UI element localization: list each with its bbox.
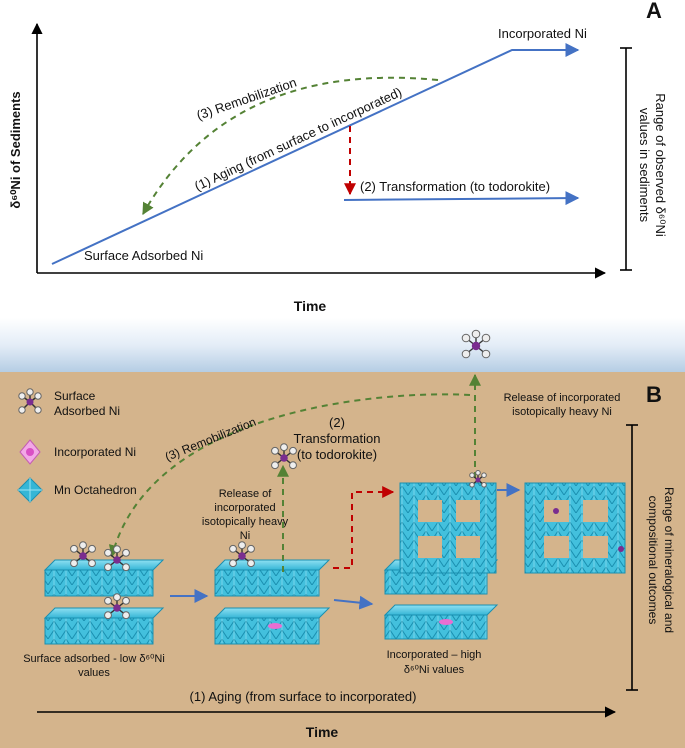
release-label-line4: Ni xyxy=(240,530,250,542)
panel-a-letter: A xyxy=(646,0,662,23)
ni-molecule-icon xyxy=(469,470,487,488)
panel-b-letter: B xyxy=(646,382,662,407)
release-slab-top xyxy=(213,559,331,597)
range-label-a-line1: Range of observed δ⁶⁰Ni xyxy=(653,93,668,237)
panel-a: A δ⁶⁰Ni of Sediments Time Incorporated N… xyxy=(8,0,668,314)
todorokite-structure-1 xyxy=(399,482,497,574)
aging-label-b: (1) Aging (from surface to incorporated) xyxy=(190,689,417,704)
surface-slab-top xyxy=(43,559,165,597)
surface-caption-line1: Surface adsorbed - low δ⁶⁰Ni xyxy=(23,653,165,665)
transformation-arrow-b xyxy=(333,486,395,569)
incorporated-ni-label: Incorporated Ni xyxy=(498,26,587,41)
surface-slab-bottom xyxy=(43,607,165,645)
incorporated-caption-line2: δ⁶⁰Ni values xyxy=(404,664,465,676)
ni-molecule-icon xyxy=(104,593,130,620)
surface-adsorbed-ni-label: Surface Adsorbed Ni xyxy=(84,248,203,263)
legend-incorporated-ni-icon xyxy=(19,439,41,465)
release-slab-bottom xyxy=(213,607,331,645)
ni-molecule-icon xyxy=(461,329,491,359)
legend-incorporated-label: Incorporated Ni xyxy=(54,445,136,459)
transformation-label-b-line3: (to todorokite) xyxy=(297,447,377,462)
ni-molecule-icon xyxy=(104,545,130,572)
range-label-b-line1: Range of mineralogical and xyxy=(662,487,676,633)
incorporated-slab-bottom xyxy=(383,604,499,640)
todorokite-structure-2 xyxy=(524,482,626,574)
remobilization-label-a: (3) Remobilization xyxy=(195,75,299,123)
release-label-line1: Release of xyxy=(219,488,273,500)
range-label-a-line2: values in sediments xyxy=(637,108,652,223)
transformation-trend-line xyxy=(343,191,580,206)
panel-b: B Surface Adsorbed Ni Incorporated Ni Mn xyxy=(0,318,685,748)
transformation-label-a: (2) Transformation (to todorokite) xyxy=(360,179,550,194)
ni-molecule-icon xyxy=(271,443,297,470)
transformation-label-b-line1: (2) xyxy=(329,415,345,430)
incorporated-ni-site xyxy=(439,619,453,625)
water-column xyxy=(0,318,685,372)
released-ni-molecules xyxy=(70,329,491,620)
y-axis-label-a: δ⁶⁰Ni of Sediments xyxy=(8,91,23,208)
legend-surface-line1: Surface xyxy=(54,389,96,403)
legend-octahedron-label: Mn Octahedron xyxy=(54,483,137,497)
release-label-line2: incorporated xyxy=(214,502,275,514)
remobilization-arrow-b xyxy=(108,393,471,558)
incorporated-caption-line1: Incorporated – high xyxy=(387,649,482,661)
ni-molecule-icon xyxy=(229,541,255,568)
legend-surface-ni-icon xyxy=(18,388,42,414)
legend-mn-octahedron-icon xyxy=(17,477,43,503)
release-label-line3: isotopically heavy xyxy=(202,516,289,528)
release-top-label-line2: isotopically heavy Ni xyxy=(512,406,612,418)
surface-caption-line2: values xyxy=(78,667,110,679)
process-arrow-2 xyxy=(333,595,374,610)
mineral-structures xyxy=(43,559,499,645)
aging-trend-line xyxy=(51,43,580,265)
legend-surface-line2: Adsorbed Ni xyxy=(54,404,120,418)
ni-molecule-icon xyxy=(70,541,96,568)
release-top-label-line1: Release of incorporated xyxy=(504,392,621,404)
x-axis-label-a: Time xyxy=(294,298,327,314)
x-axis-label-b: Time xyxy=(306,724,339,740)
remobilization-arrow-a xyxy=(142,76,439,216)
transformation-label-b-line2: Transformation xyxy=(294,431,381,446)
range-label-b-line2: compositional outcomes xyxy=(646,496,660,625)
incorporated-ni-site xyxy=(268,623,282,629)
